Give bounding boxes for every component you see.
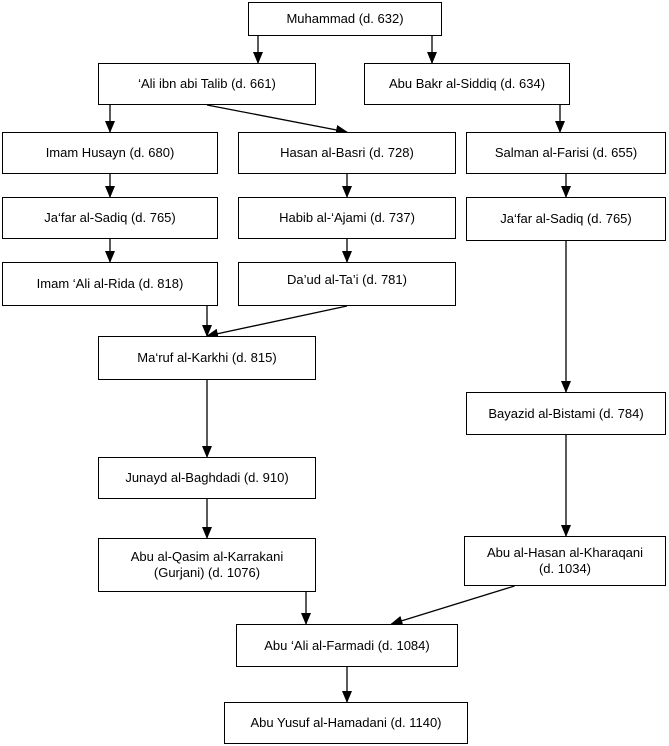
node-hasan-al-basri: Hasan al-Basri (d. 728)	[238, 132, 456, 174]
node-maruf-al-karkhi: Ma‘ruf al-Karkhi (d. 815)	[98, 336, 316, 380]
edge-kharaqani-to-farmadi	[390, 585, 515, 626]
node-jafar-al-sadiq-left: Ja‘far al-Sadiq (d. 765)	[2, 197, 218, 239]
node-ali-ibn-abi-talib: ‘Ali ibn abi Talib (d. 661)	[98, 63, 316, 105]
node-habib-al-ajami: Habib al-‘Ajami (d. 737)	[238, 197, 456, 239]
node-jafar-al-sadiq-right: Ja‘far al-Sadiq (d. 765)	[466, 197, 666, 241]
node-daud-al-tai: Da’ud al-Ta’i (d. 781)	[238, 262, 456, 306]
node-imam-ali-al-rida: Imam ‘Ali al-Rida (d. 818)	[2, 262, 218, 306]
node-bayazid-al-bistami: Bayazid al-Bistami (d. 784)	[466, 392, 666, 435]
node-salman-al-farisi: Salman al-Farisi (d. 655)	[466, 132, 666, 174]
edge-daud-to-maruf	[206, 305, 348, 339]
node-abu-al-hasan-al-kharaqani: Abu al-Hasan al-Kharaqani (d. 1034)	[464, 536, 666, 586]
node-abu-yusuf-al-hamadani: Abu Yusuf al-Hamadani (d. 1140)	[224, 702, 468, 744]
node-muhammad: Muhammad (d. 632)	[248, 2, 442, 36]
node-abu-ali-al-farmadi: Abu ‘Ali al-Farmadi (d. 1084)	[236, 624, 458, 667]
node-abu-al-qasim-al-karrakani: Abu al-Qasim al-Karrakani (Gurjani) (d. …	[98, 538, 316, 592]
node-imam-husayn: Imam Husayn (d. 680)	[2, 132, 218, 174]
node-abu-bakr: Abu Bakr al-Siddiq (d. 634)	[364, 63, 570, 105]
edge-ali-to-hasan_basri	[206, 104, 348, 135]
node-junayd-al-baghdadi: Junayd al-Baghdadi (d. 910)	[98, 457, 316, 499]
